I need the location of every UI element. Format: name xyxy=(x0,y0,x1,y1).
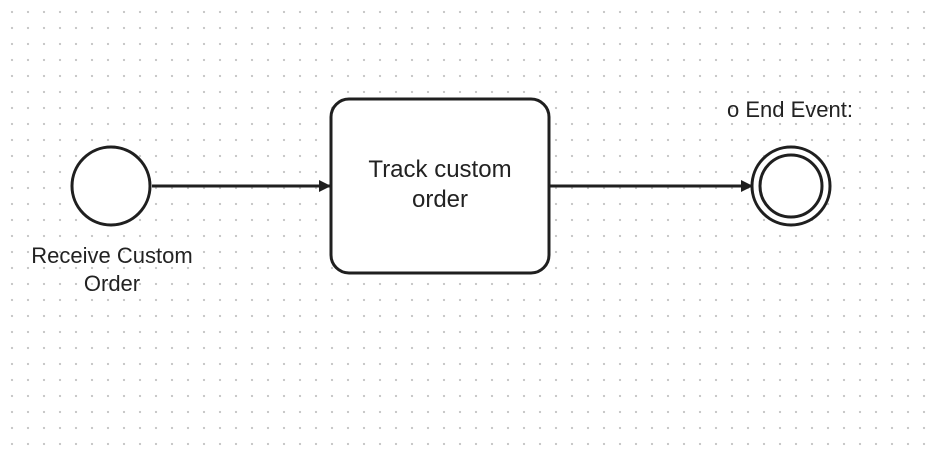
end-event-label[interactable]: o End Event: xyxy=(700,96,880,124)
start-event-label-line-1: Receive Custom xyxy=(31,243,193,268)
task-label[interactable]: Track custom order xyxy=(332,155,548,215)
task-box[interactable] xyxy=(329,97,551,275)
task-label-line-2: order xyxy=(411,186,469,213)
start-event-label-line-2: Order xyxy=(83,270,141,296)
end-event[interactable] xyxy=(750,145,832,227)
start-event[interactable] xyxy=(70,145,152,227)
end-event-outer-ring xyxy=(750,145,832,227)
end-event-inner-ring xyxy=(758,153,824,219)
start-event-label[interactable]: Receive Custom Order xyxy=(12,242,212,297)
task-label-line-1: Track custom xyxy=(368,156,512,183)
end-event-label-line-1: o End Event: xyxy=(727,97,853,122)
